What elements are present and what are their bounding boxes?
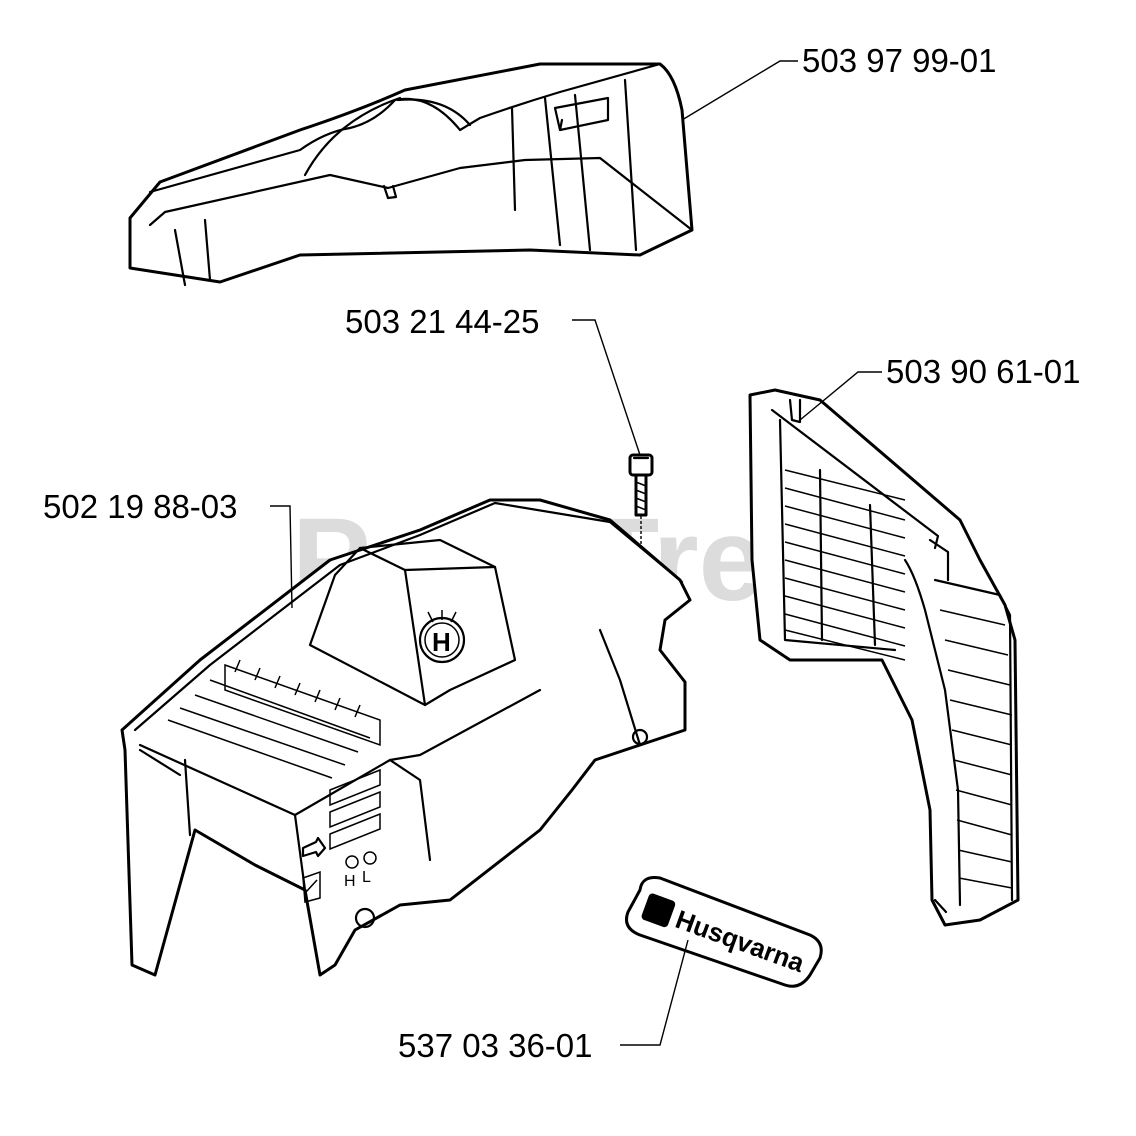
adjust-screw-l-icon [363, 851, 377, 865]
leader-screw [572, 319, 641, 456]
air-filter-cover-part[interactable] [748, 388, 1020, 927]
choke-label-h: H [344, 873, 356, 890]
leader-top-cover [681, 60, 798, 121]
top-cover-part[interactable] [128, 62, 694, 287]
arrow-icon [301, 836, 327, 858]
cylinder-cover-part[interactable]: H H L [120, 498, 692, 977]
mount-boss [354, 907, 376, 929]
label-screw: 503 21 44-25 [345, 303, 540, 340]
screw-hole [631, 728, 649, 746]
choke-panel: H L [301, 768, 381, 903]
leader-cylinder-cover [270, 505, 293, 609]
label-air-filter-cover: 503 90 61-01 [886, 353, 1081, 390]
choke-label-l: L [362, 869, 371, 886]
filter-grille-side [939, 609, 1013, 889]
adjust-screw-h-icon [345, 855, 359, 869]
leader-decal [620, 939, 689, 1046]
label-decal: 537 03 36-01 [398, 1027, 593, 1064]
start-switch-icon [302, 870, 321, 903]
label-top-cover: 503 97 99-01 [802, 42, 997, 79]
filter-grille [784, 469, 906, 661]
label-cylinder-cover: 502 19 88-03 [43, 488, 238, 525]
decal-logo-icon [641, 893, 676, 928]
decal-part[interactable]: Husqvarna [625, 876, 823, 988]
cooling-vents [167, 659, 381, 779]
logo-letter: H [432, 627, 451, 657]
leader-air-filter-cover [799, 371, 882, 421]
logo-emblem: H [418, 610, 466, 664]
